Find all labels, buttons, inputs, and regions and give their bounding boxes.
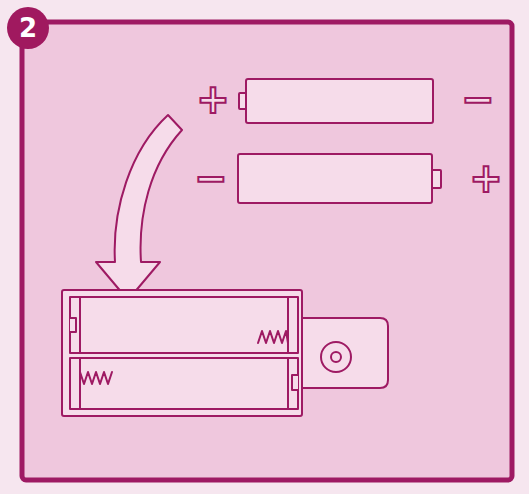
battery <box>239 79 433 123</box>
polarity-sign: + <box>196 79 230 119</box>
insert-arrow <box>96 115 182 300</box>
polarity-sign: − <box>194 158 228 198</box>
panel-frame <box>22 22 512 480</box>
badge-circle <box>7 7 49 49</box>
battery-holder <box>62 290 388 416</box>
step-badge: 2 <box>6 6 50 50</box>
polarity-sign: + <box>469 158 503 198</box>
step-number: 2 <box>6 6 50 50</box>
battery <box>238 154 441 203</box>
polarity-sign: − <box>461 79 495 119</box>
